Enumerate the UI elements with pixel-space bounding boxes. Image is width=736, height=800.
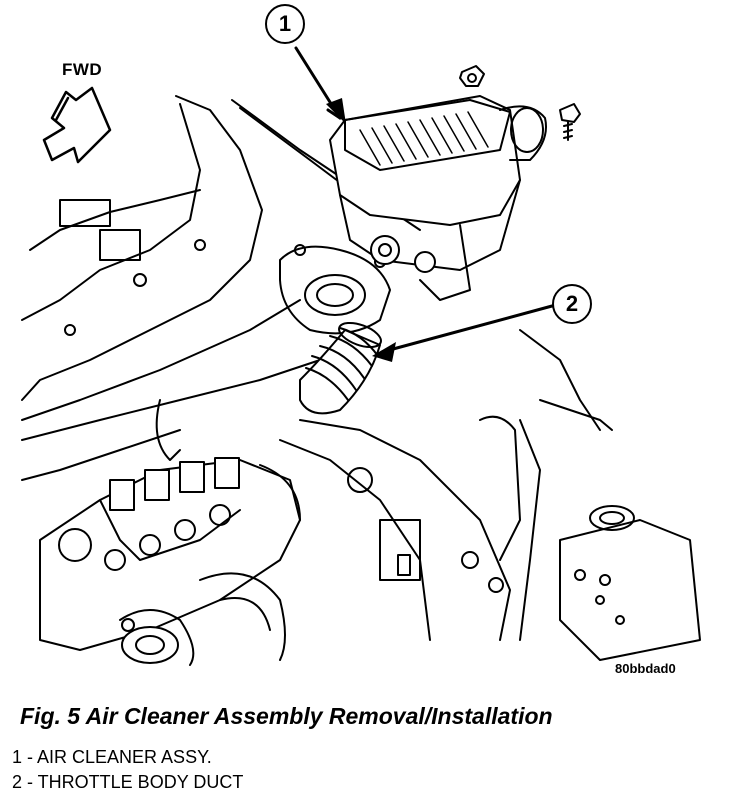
fender-structure bbox=[21, 95, 421, 481]
forward-direction-label: FWD bbox=[62, 60, 103, 79]
coolant-reservoir bbox=[559, 505, 701, 661]
callout-1: 1 bbox=[265, 4, 305, 44]
firewall-panel bbox=[279, 329, 613, 641]
bolt-icon bbox=[459, 65, 581, 141]
engine-block bbox=[39, 399, 301, 651]
callout-2: 2 bbox=[552, 284, 592, 324]
parts-legend: 1 - AIR CLEANER ASSY. 2 - THROTTLE BODY … bbox=[12, 745, 243, 795]
figure-caption: Fig. 5 Air Cleaner Assembly Removal/Inst… bbox=[20, 703, 553, 729]
legend-item: 1 - AIR CLEANER ASSY. bbox=[12, 747, 212, 767]
engine-bay-illustration bbox=[21, 46, 701, 666]
air-cleaner-assembly bbox=[329, 95, 547, 301]
image-reference-code: 80bbdad0 bbox=[615, 661, 676, 676]
exhaust-pipes bbox=[119, 572, 286, 666]
throttle-body-duct bbox=[299, 321, 382, 415]
fwd-arrow-icon bbox=[42, 86, 112, 164]
leader-line-2 bbox=[372, 304, 554, 362]
leader-line-1 bbox=[294, 46, 346, 124]
legend-item: 2 - THROTTLE BODY DUCT bbox=[12, 772, 244, 792]
